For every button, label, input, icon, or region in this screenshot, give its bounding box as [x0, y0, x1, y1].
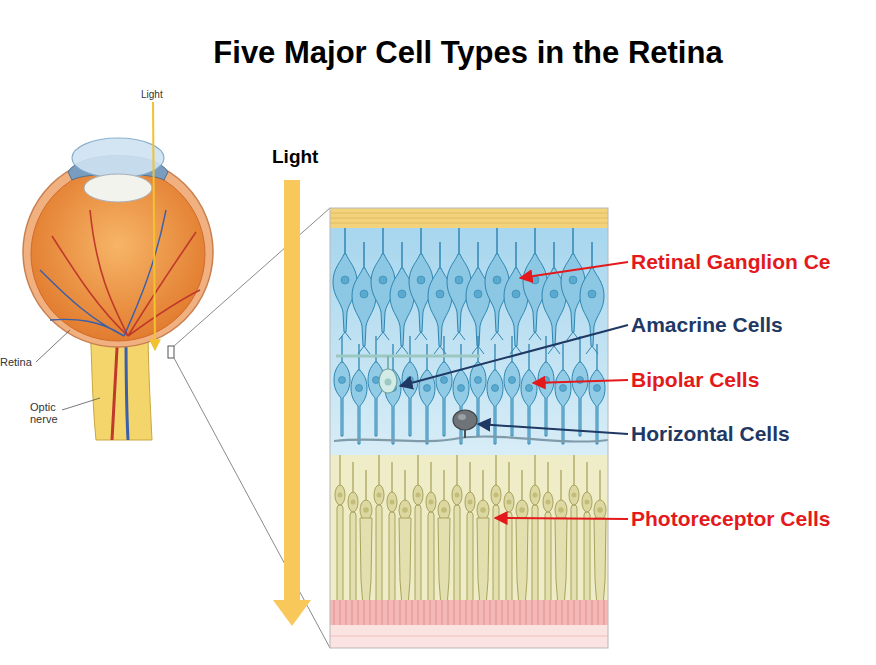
ganglion-cells: [333, 228, 604, 354]
rod-cell: [530, 455, 540, 605]
light-arrow: [273, 180, 311, 626]
callout-arrows: [400, 262, 628, 519]
cell-label: Photoreceptor Cells: [631, 507, 831, 530]
bipolar-cell: [504, 336, 520, 436]
rod-cell: [426, 462, 436, 612]
cornea: [72, 138, 164, 178]
lens: [84, 174, 152, 202]
bipolar-cell: [385, 344, 401, 444]
amacrine-cell: [336, 356, 480, 393]
bipolar-cell: [521, 344, 537, 444]
cell-label: Retinal Ganglion Ce: [631, 250, 831, 273]
rod-cell: [335, 455, 345, 605]
arrow-label: Light: [272, 147, 318, 168]
part-label: Optic nerve: [30, 401, 70, 425]
leader-line: [62, 398, 100, 410]
bipolar-cell: [334, 336, 350, 436]
amacrine-process: [336, 355, 480, 358]
bipolar-cell: [351, 344, 367, 444]
ganglion-cell: [333, 228, 357, 340]
cell-highlight: [458, 414, 466, 420]
rod-cell: [374, 455, 384, 605]
retina-section: [330, 208, 608, 648]
ganglion-cell: [371, 228, 395, 340]
bipolar-cell: [538, 336, 554, 436]
ganglion-cell: [447, 228, 471, 340]
detail-box: [168, 346, 174, 358]
cone-cell: [477, 470, 489, 620]
rod-cell: [569, 455, 579, 605]
ganglion-cell: [352, 242, 376, 354]
amacrine-stem: [387, 356, 389, 370]
cone-cell: [438, 470, 450, 620]
photoreceptor-cells: [335, 455, 606, 620]
light-label: Light: [141, 89, 163, 100]
bipolar-cell: [402, 336, 418, 436]
leader-arrow: [478, 424, 628, 434]
leader-arrow: [533, 380, 628, 383]
cone-cell: [360, 470, 372, 620]
leader-line: [36, 330, 70, 362]
choroid-layer: [330, 625, 608, 648]
bipolar-cell: [419, 344, 435, 444]
choroid-line: [330, 636, 608, 637]
cell-label: Horizontal Cells: [631, 422, 790, 445]
diagram-title: Five Major Cell Types in the Retina: [60, 36, 876, 70]
light-ray: [153, 102, 155, 350]
rod-cell: [452, 455, 462, 605]
rod-cell: [504, 462, 514, 612]
cone-cell: [399, 470, 411, 620]
fiber-line: [330, 213, 608, 223]
ganglion-cell: [504, 242, 528, 354]
rod-cell: [348, 462, 358, 612]
rod-cell: [413, 455, 423, 605]
leader-arrow: [400, 325, 628, 386]
rod-cell: [387, 462, 397, 612]
leader-arrow: [495, 518, 628, 519]
ganglion-cell: [409, 228, 433, 340]
leader-arrow: [520, 262, 628, 278]
bipolar-cells: [334, 336, 605, 444]
bipolar-cell: [589, 344, 605, 444]
zoom-line: [174, 358, 330, 648]
panel-border: [330, 208, 608, 648]
amacrine-body: [379, 369, 397, 393]
blood-vessel: [40, 210, 166, 336]
sclera: [23, 157, 213, 347]
rod-cell: [582, 462, 592, 612]
nerve-fiber-layer: [330, 208, 608, 228]
rod-cell: [465, 462, 475, 612]
cell-label: Amacrine Cells: [631, 313, 783, 336]
rod-cell: [543, 462, 553, 612]
horizontal-body: [453, 410, 477, 430]
cone-cell: [594, 470, 606, 620]
ganglion-cell: [561, 228, 585, 340]
rod-cell: [491, 455, 501, 605]
cell-nucleus: [385, 379, 392, 386]
ganglion-cell: [485, 228, 509, 340]
arrow-head: [273, 600, 311, 626]
cone-cell: [555, 470, 567, 620]
eye-drawing: [23, 102, 330, 648]
ganglion-cell: [523, 228, 547, 340]
part-label: Retina: [0, 356, 32, 368]
bipolar-cell: [572, 336, 588, 436]
ganglion-cell: [428, 242, 452, 354]
cone-cell: [516, 470, 528, 620]
bipolar-cell: [436, 336, 452, 436]
arrow-shaft: [284, 180, 300, 600]
pigment-striation: [334, 600, 604, 625]
horizontal-cell: [334, 410, 608, 442]
zoom-line: [174, 208, 330, 346]
pigment-epithelium: [330, 600, 608, 625]
retina-layer: [31, 167, 205, 341]
blood-vessel: [52, 210, 200, 336]
horizontal-process: [334, 436, 608, 441]
horizontal-stem: [464, 430, 466, 438]
cell-label: Bipolar Cells: [631, 368, 759, 391]
